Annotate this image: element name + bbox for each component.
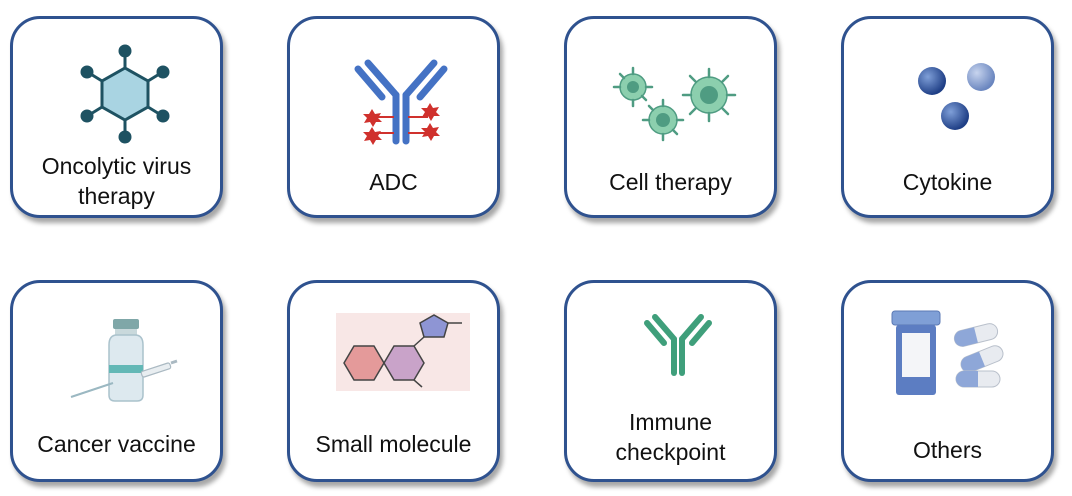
card-cytokine: Cytokine	[841, 16, 1054, 218]
card-label-line: checkpoint	[615, 439, 726, 465]
card-others: Others	[841, 280, 1054, 482]
card-cell-therapy: Cell therapy	[564, 16, 777, 218]
card-label: Small molecule	[290, 429, 497, 459]
card-label-line: Cytokine	[902, 169, 993, 195]
chemical-structure-icon	[336, 313, 470, 391]
card-immune-checkpoint: Immune checkpoint	[564, 280, 777, 482]
card-label: Cytokine	[844, 167, 1051, 197]
card-label: Oncolytic virus therapy	[13, 151, 220, 211]
card-label-line: Cell therapy	[609, 169, 732, 195]
card-label: ADC	[290, 167, 497, 197]
pills-bottle-icon	[891, 310, 1004, 395]
antibody-icon	[644, 314, 712, 376]
card-label: Cell therapy	[567, 167, 774, 197]
card-label-line: Cancer vaccine	[37, 431, 196, 457]
card-adc: ADC	[287, 16, 500, 218]
cytokine-spheres-icon	[918, 63, 995, 130]
card-label: Others	[844, 435, 1051, 465]
card-small-molecule: Small molecule	[287, 280, 500, 482]
card-label: Immune checkpoint	[567, 407, 774, 467]
antibody-drug-conjugate-icon	[354, 59, 448, 145]
card-label-line: therapy	[78, 183, 155, 209]
card-label-line: ADC	[369, 169, 418, 195]
card-label-line: Others	[912, 437, 983, 463]
immune-cells-icon	[612, 66, 737, 142]
card-oncolytic-virus-therapy: Oncolytic virus therapy	[10, 16, 223, 218]
card-label-line: Immune	[628, 409, 713, 435]
card-cancer-vaccine: Cancer vaccine	[10, 280, 223, 482]
card-label-line: Oncolytic virus	[41, 153, 192, 179]
oncolytic-virus-icon	[80, 44, 170, 144]
vaccine-vial-syringe-icon	[70, 319, 178, 402]
card-label: Cancer vaccine	[13, 429, 220, 459]
card-label-line: Small molecule	[315, 431, 472, 457]
